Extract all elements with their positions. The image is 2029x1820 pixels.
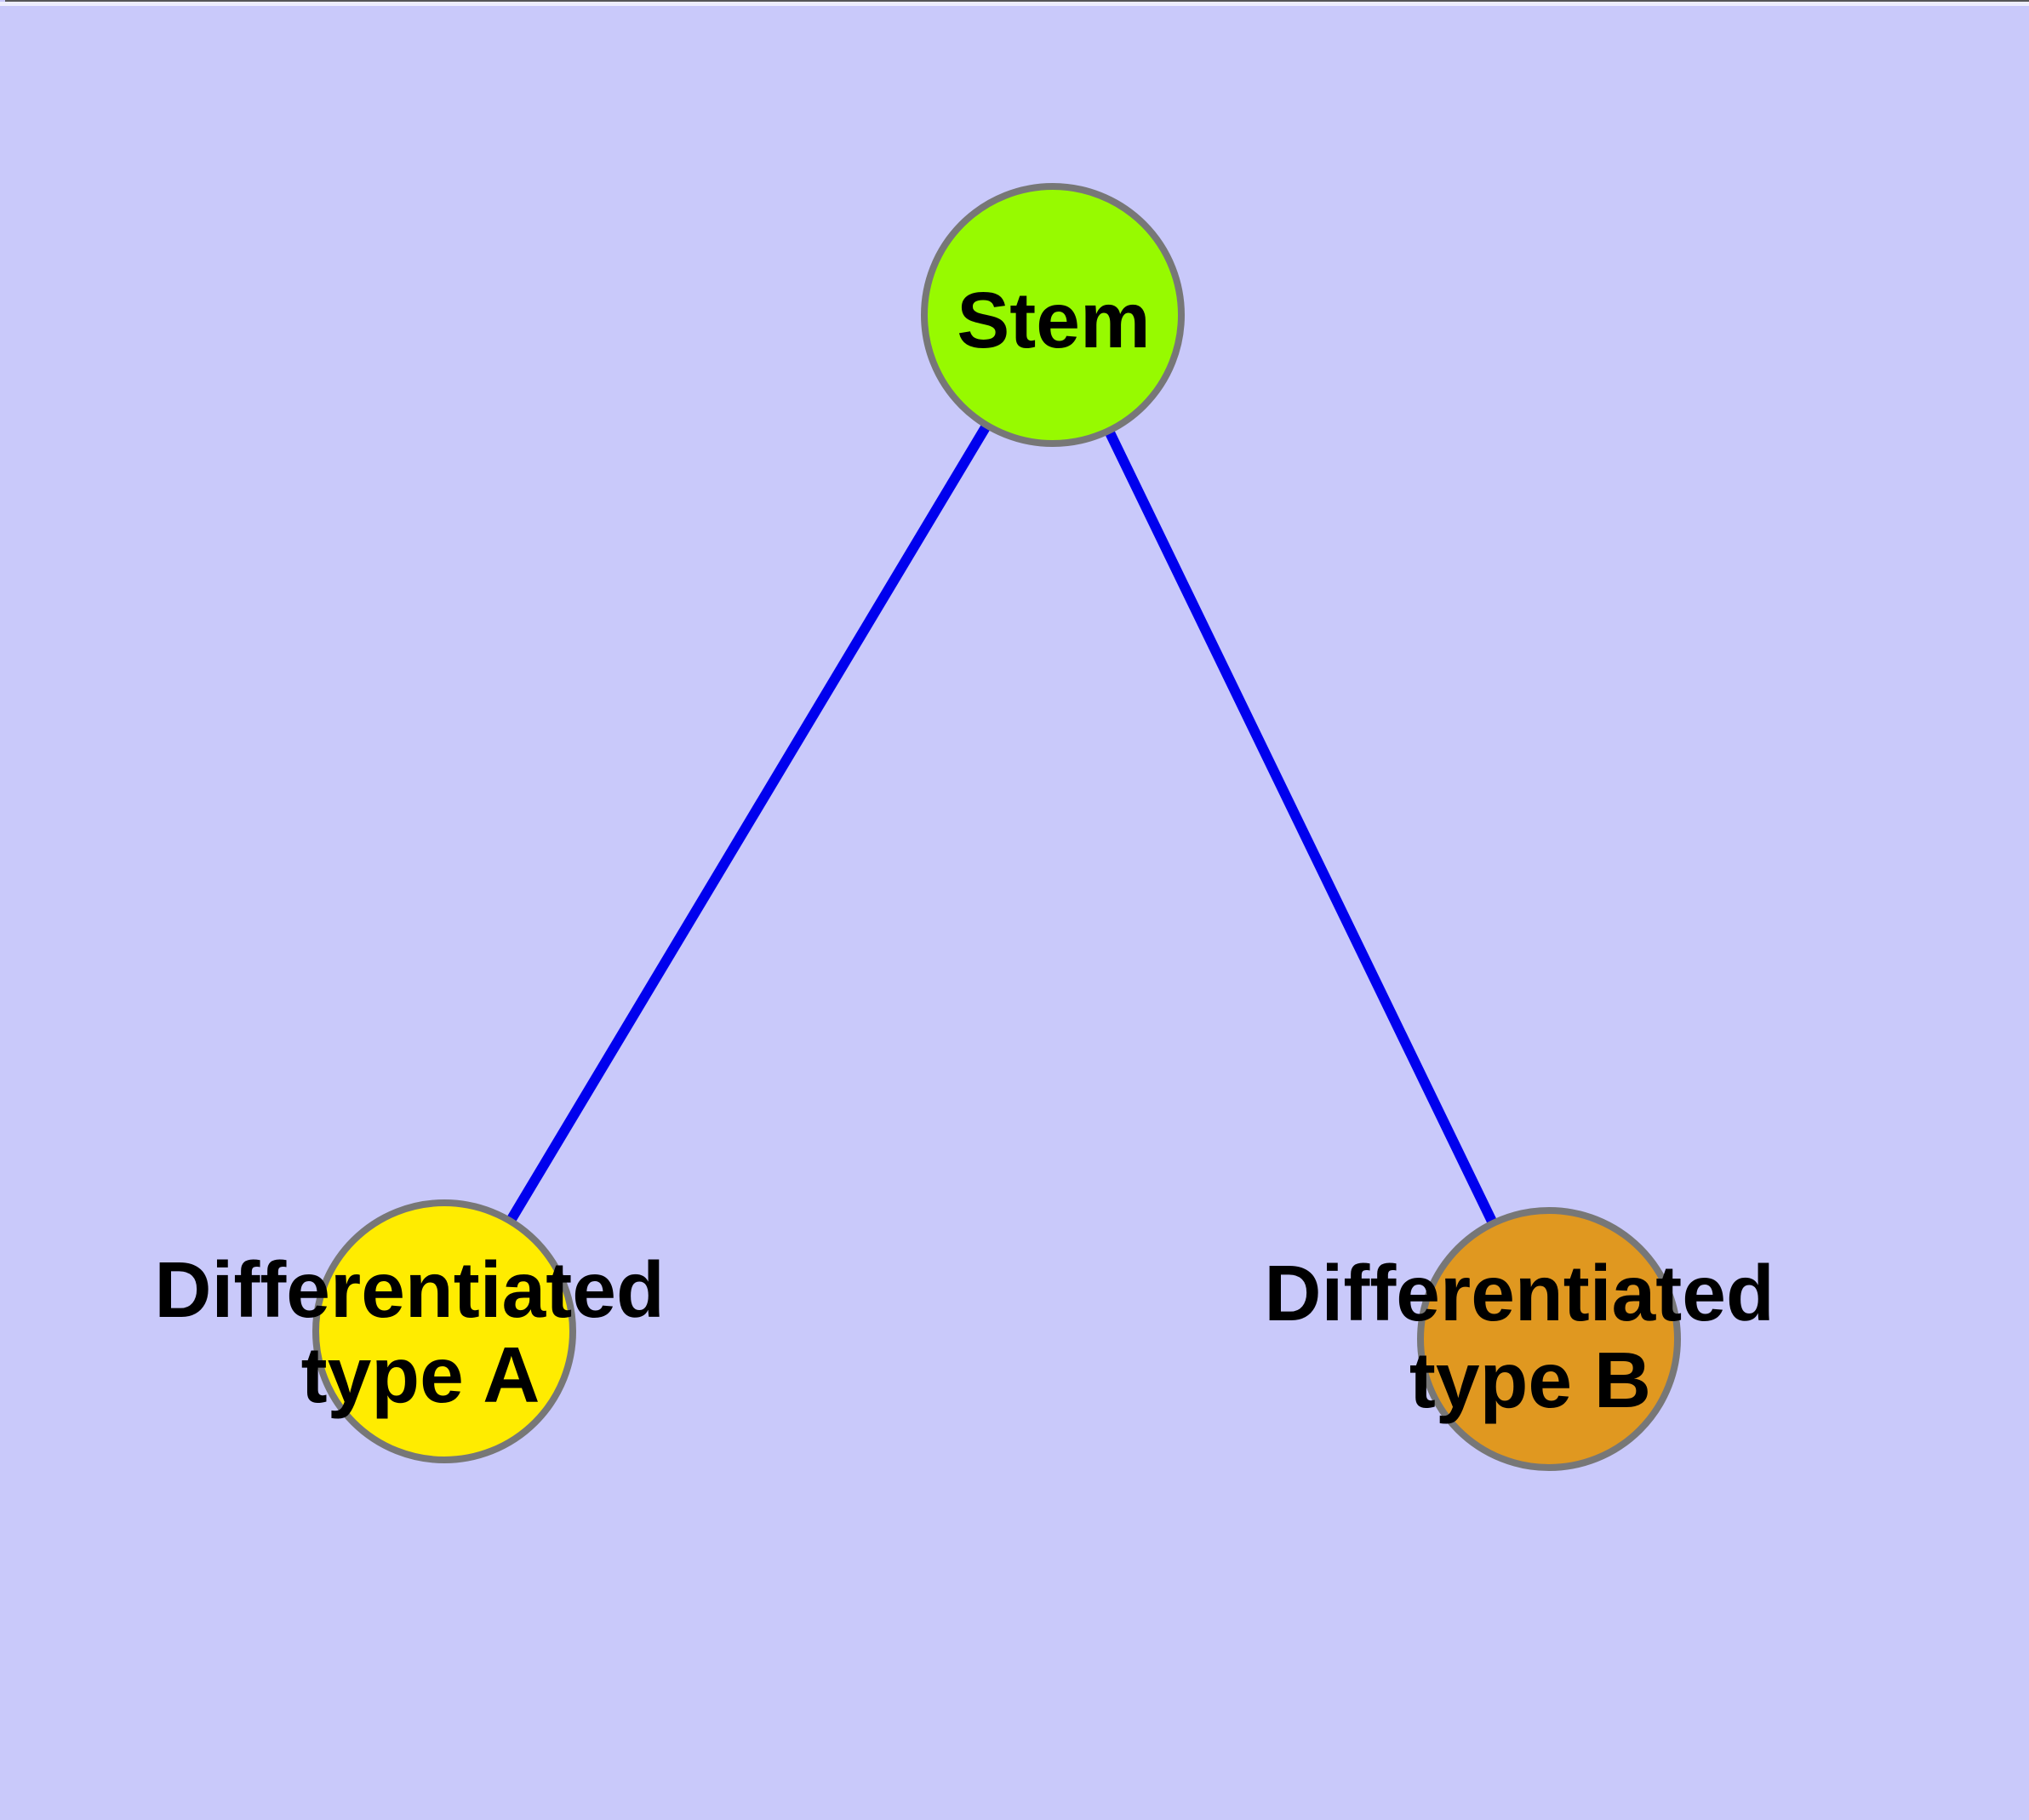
node-type-a-circle[interactable] (312, 1199, 576, 1463)
node-type-b-label: Differentiated type B (1264, 1249, 1796, 1424)
node-type-b-label-line1: Differentiated (1264, 1249, 1774, 1337)
edge-stem-to-type-b (1048, 312, 1554, 1342)
window-top-highlight (0, 2, 2029, 6)
node-stem-label: Stem (957, 276, 1150, 364)
node-type-a-label: Differentiated type A (154, 1245, 686, 1419)
node-stem-circle[interactable] (921, 183, 1185, 447)
node-type-b-label-line2: type B (1409, 1336, 1651, 1424)
node-type-a-label-line1: Differentiated (154, 1245, 664, 1334)
node-type-a-label-line2: type A (301, 1331, 540, 1419)
node-type-b-circle[interactable] (1417, 1207, 1681, 1471)
edge-stem-to-type-a (439, 312, 1058, 1335)
window-top-edge (5, 0, 2029, 2)
